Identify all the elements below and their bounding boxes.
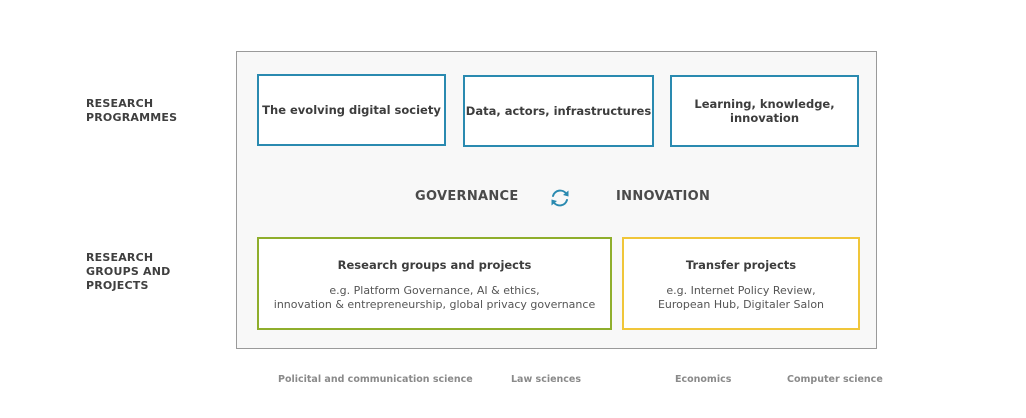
- governance-innovation-row: GOVERNANCE INNOVATION: [237, 187, 878, 209]
- diagram-panel: The evolving digital society Data, actor…: [236, 51, 877, 349]
- transfer-projects-line-2: European Hub, Digitaler Salon: [657, 298, 825, 311]
- programme-box-learning-knowledge-innovation: Learning, knowledge, innovation: [670, 75, 859, 147]
- transfer-projects-description: e.g. Internet Policy Review, European Hu…: [624, 284, 858, 312]
- discipline-political-communication-science: Policital and communication science: [278, 374, 473, 385]
- innovation-label: INNOVATION: [616, 189, 711, 204]
- governance-label: GOVERNANCE: [415, 189, 519, 204]
- programme-box-data-actors-infrastructures: Data, actors, infrastructures: [463, 75, 654, 147]
- research-groups-label: RESEARCH GROUPS AND PROJECTS: [86, 251, 171, 292]
- discipline-law-sciences: Law sciences: [511, 374, 582, 385]
- research-groups-box: Research groups and projects e.g. Platfo…: [257, 237, 612, 330]
- programme-box-evolving-digital-society: The evolving digital society: [257, 74, 446, 146]
- transfer-projects-line-1: e.g. Internet Policy Review,: [666, 284, 816, 297]
- research-groups-title: Research groups and projects: [337, 258, 532, 272]
- transfer-projects-box: Transfer projects e.g. Internet Policy R…: [622, 237, 860, 330]
- research-groups-line-2: innovation & entrepreneurship, global pr…: [273, 298, 596, 311]
- transfer-projects-title: Transfer projects: [685, 258, 797, 272]
- cycle-arrows-icon: [551, 189, 569, 207]
- discipline-economics: Economics: [675, 374, 732, 385]
- research-programmes-label: RESEARCH PROGRAMMES: [86, 97, 178, 124]
- research-groups-description: e.g. Platform Governance, AI & ethics, i…: [259, 284, 610, 312]
- research-groups-line-1: e.g. Platform Governance, AI & ethics,: [329, 284, 540, 297]
- discipline-computer-science: Computer science: [787, 374, 883, 385]
